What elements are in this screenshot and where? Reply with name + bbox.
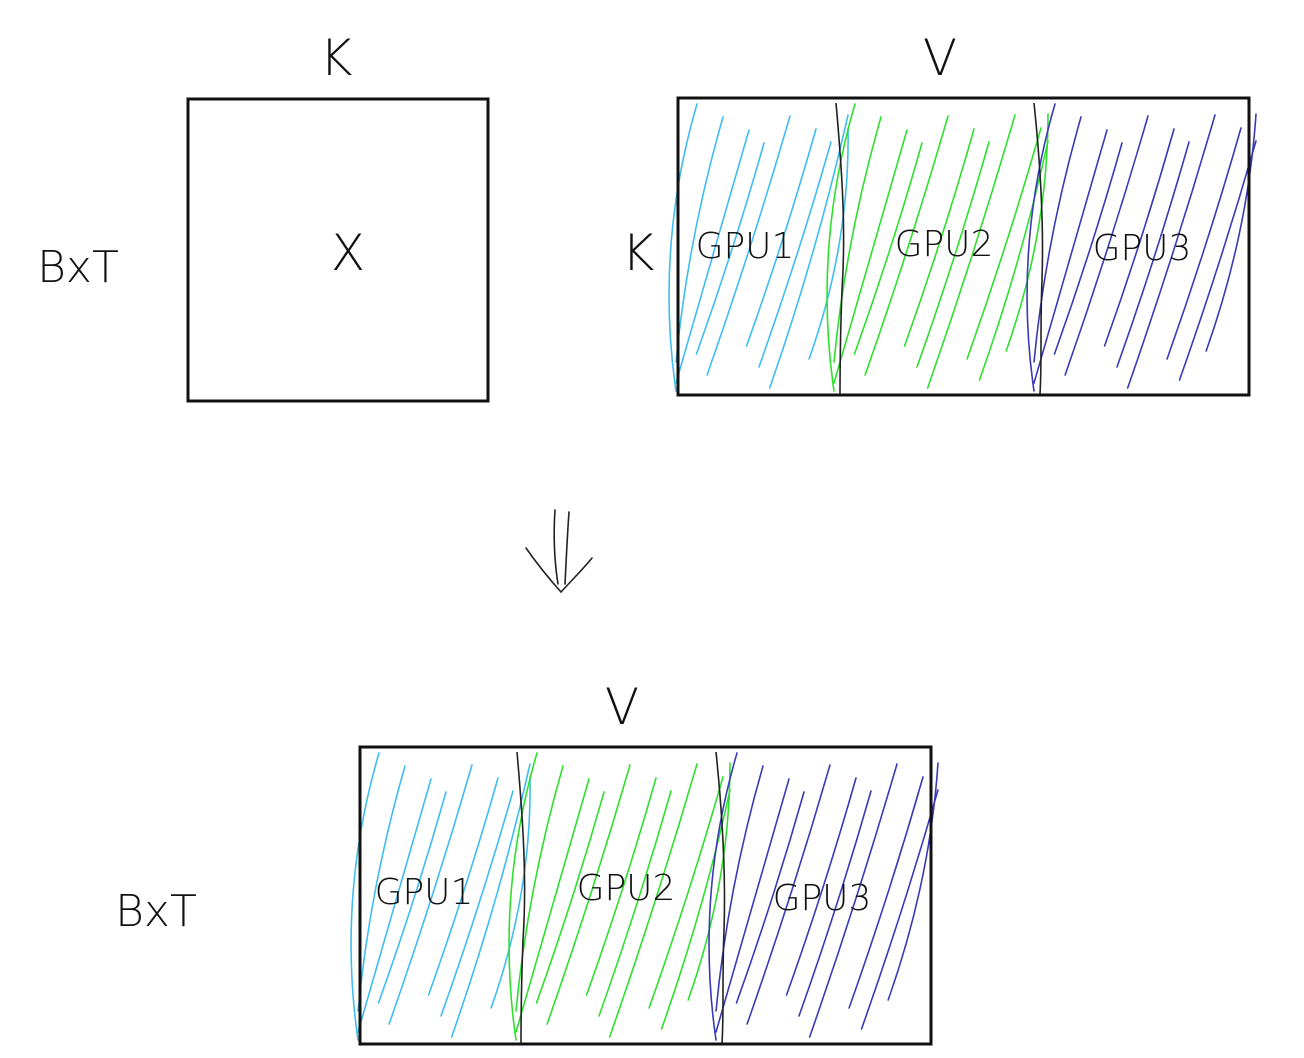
hatch-stroke-3 [715,778,790,1033]
matrix-v-top-gpu3-label: GPU3 [1093,228,1192,269]
hatch-stroke-1 [450,763,531,1038]
hatch-stroke-3 [1033,116,1082,363]
hatch-stroke-1 [695,142,765,355]
hatch-stroke-2 [926,114,1016,389]
matrix-v-bottom-box [358,745,933,1046]
hatch-stroke-2 [535,791,605,1004]
hatch-stroke-2 [833,116,882,363]
hatch-stroke-1 [490,776,531,1009]
hatch-stroke-3 [1178,140,1257,381]
matrix-x-row-label: BxT [37,242,119,293]
hatch-stroke-3 [1116,141,1190,368]
matrix-v-bottom-gpu1-label: GPU1 [375,872,474,913]
hatch-stroke-3 [746,764,831,1025]
hatch-stroke-2 [648,776,724,1009]
hatch-stroke-2 [1005,113,1049,352]
hatch-stroke-1 [440,790,514,1017]
matrix-v-bottom: V BxT GPU1 GPU2 GPU3 [115,678,939,1046]
matrix-v-bottom-hatching [350,752,939,1041]
down-arrow-icon [525,509,593,594]
matrix-v-top-box [676,96,1251,397]
hatch-stroke-1 [388,764,473,1025]
matrix-v-top-gpu2-label: GPU2 [895,224,994,265]
hatch-stroke-2 [546,764,631,1025]
hatch-stroke-3 [848,776,924,1009]
matrix-v-top-divider-2 [1033,102,1044,395]
matrix-v-bottom-gpu2-label: GPU2 [577,868,676,909]
hatch-stroke-2 [903,128,975,347]
hatch-stroke-2 [687,762,731,1001]
hatch-stroke-1 [350,752,380,1041]
matrix-x-col-label: K [320,29,353,87]
matrix-v-top: V K GPU1 GPU2 GPU3 [622,29,1257,397]
matrix-v-top-col-label: V [923,29,957,87]
hatch-stroke-2 [660,789,731,1030]
hatch-stroke-3 [1166,127,1242,360]
matrix-v-bottom-row-label: BxT [115,886,197,937]
matrix-v-bottom-gpu3-label: GPU3 [773,878,872,919]
hatch-stroke-1 [745,128,817,347]
hatch-stroke-3 [1064,115,1149,376]
hatch-stroke-3 [1026,103,1056,392]
matrix-x: K BxT X [37,29,490,403]
hatch-stroke-2 [916,141,990,368]
hatch-stroke-1 [357,778,432,1033]
hatch-stroke-2 [508,752,538,1041]
matrix-v-top-row-label: K [622,224,655,282]
hatch-stroke-2 [966,127,1042,360]
hatch-stroke-3 [708,752,738,1041]
hatch-stroke-3 [887,762,939,1001]
hatch-stroke-3 [715,765,764,1012]
hatch-stroke-2 [826,103,856,392]
hatch-stroke-2 [608,763,698,1038]
hatch-stroke-2 [978,140,1049,381]
hatch-stroke-3 [860,789,939,1030]
hatch-stroke-2 [598,790,672,1017]
hatch-stroke-3 [798,790,872,1017]
matrix-v-top-divider-1 [835,102,845,397]
hatch-stroke-2 [515,765,564,1012]
hatch-stroke-2 [585,777,657,996]
hatch-stroke-1 [758,141,832,368]
hatch-stroke-3 [735,791,805,1004]
hatch-stroke-3 [1033,129,1108,384]
hatch-stroke-3 [1053,142,1123,355]
hatch-stroke-1 [377,791,447,1004]
matrix-x-box [186,97,490,403]
hatch-stroke-3 [808,763,898,1038]
hatch-stroke-2 [853,142,923,355]
matrix-v-bottom-col-label: V [605,678,639,736]
hatch-stroke-1 [668,103,698,392]
hatch-stroke-3 [785,777,857,996]
matrix-x-label: X [331,224,365,282]
hatch-stroke-3 [1205,113,1257,352]
matrix-v-bottom-divider-2 [715,751,726,1045]
hatch-stroke-1 [706,115,791,376]
matrix-v-top-gpu1-label: GPU1 [696,226,795,267]
hatch-stroke-1 [675,129,750,384]
hatch-stroke-3 [1126,114,1216,389]
hatch-stroke-2 [864,115,949,376]
matrix-v-bottom-divider-1 [516,751,526,1045]
hatch-stroke-1 [427,777,499,996]
hatch-stroke-1 [808,127,849,360]
matrix-v-top-hatching [668,103,1257,392]
hatch-stroke-2 [515,778,590,1033]
hatch-stroke-2 [833,129,908,384]
hatch-stroke-3 [1103,128,1175,347]
